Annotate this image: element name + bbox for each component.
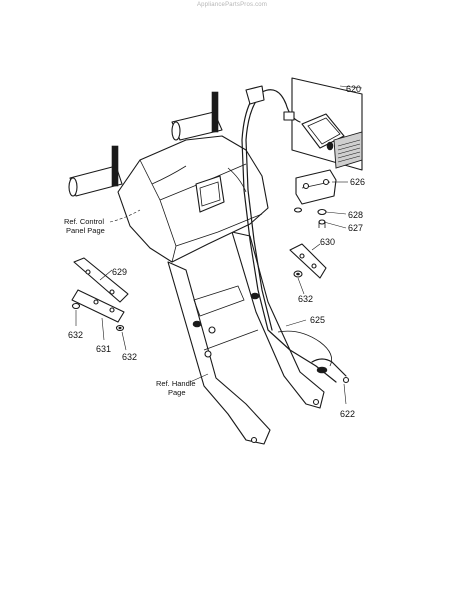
callout-630: 630 [320, 237, 335, 247]
ref-control-panel-line-2: Panel Page [66, 226, 105, 235]
control-panel-housing [117, 135, 269, 263]
callout-626: 626 [350, 177, 365, 187]
lower-handle [167, 231, 325, 445]
bracket-629 [71, 257, 129, 332]
callout-627: 627 [348, 223, 363, 233]
callout-625: 625 [310, 315, 325, 325]
reference-labels: Ref. Control Panel Page Ref. Handle Page [64, 217, 196, 397]
leader-lines [75, 85, 363, 405]
callout-629: 629 [112, 267, 127, 277]
ref-handle-line-1: Ref. Handle [156, 379, 196, 388]
wire-harness [241, 85, 350, 384]
callout-632-a: 632 [298, 294, 313, 304]
ref-handle-line-2: Page [168, 388, 186, 397]
callout-numbers: 620 626 628 627 630 632 629 632 631 632 … [68, 84, 365, 419]
callout-632-b: 632 [68, 330, 83, 340]
callout-622: 622 [340, 409, 355, 419]
ref-control-panel-line-1: Ref. Control [64, 217, 104, 226]
callout-632-c: 632 [122, 352, 137, 362]
bracket-626 [293, 169, 337, 228]
bracket-630 [289, 243, 327, 279]
callout-628: 628 [348, 210, 363, 220]
headlight-assembly [261, 77, 363, 171]
handle-grips [68, 91, 223, 197]
callout-620: 620 [346, 84, 361, 94]
callout-631: 631 [96, 344, 111, 354]
watermark: AppliancePartsPros.com [196, 2, 268, 8]
